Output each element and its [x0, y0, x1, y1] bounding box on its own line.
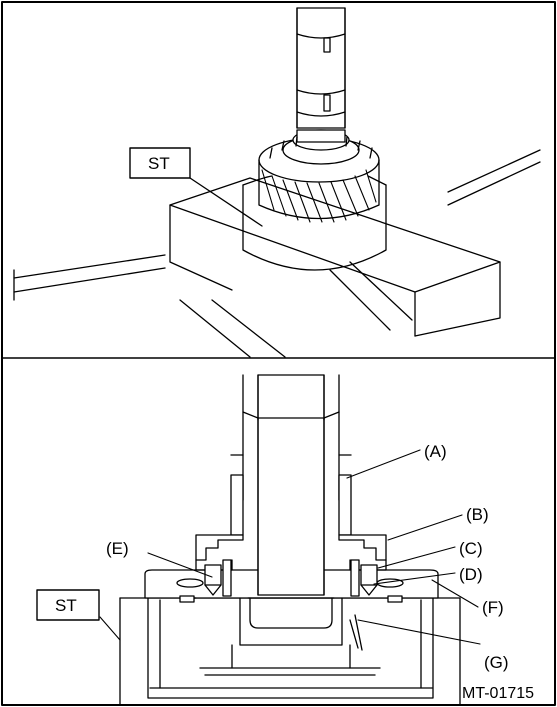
figure-id: MT-01715 [462, 685, 534, 702]
top-st-label: ST [148, 154, 170, 173]
callout-g: (G) [484, 653, 509, 672]
callout-c: (C) [459, 539, 483, 558]
callout-e: (E) [106, 539, 129, 558]
gear [258, 129, 380, 223]
bottom-st-label: ST [55, 596, 77, 615]
bottom-st-label-box [36, 589, 100, 621]
top-st-leader [189, 177, 263, 227]
sleeve [230, 454, 352, 536]
left-bearing-stack [179, 534, 244, 603]
shaft-section [231, 374, 351, 669]
base-housing [119, 597, 461, 705]
callout-leaders [99, 449, 481, 645]
callout-d: (D) [459, 565, 483, 584]
callout-b: (B) [466, 505, 489, 524]
rail-lines [13, 149, 541, 358]
support-block [169, 177, 501, 337]
top-st-label-box [129, 147, 191, 179]
callout-a: (A) [424, 442, 447, 461]
callout-f: (F) [482, 598, 504, 617]
st-tool-cylinder [242, 175, 387, 271]
right-bearing-stack [338, 534, 403, 651]
shaft [296, 7, 346, 129]
top-view [13, 7, 541, 358]
bottom-view [36, 374, 481, 705]
